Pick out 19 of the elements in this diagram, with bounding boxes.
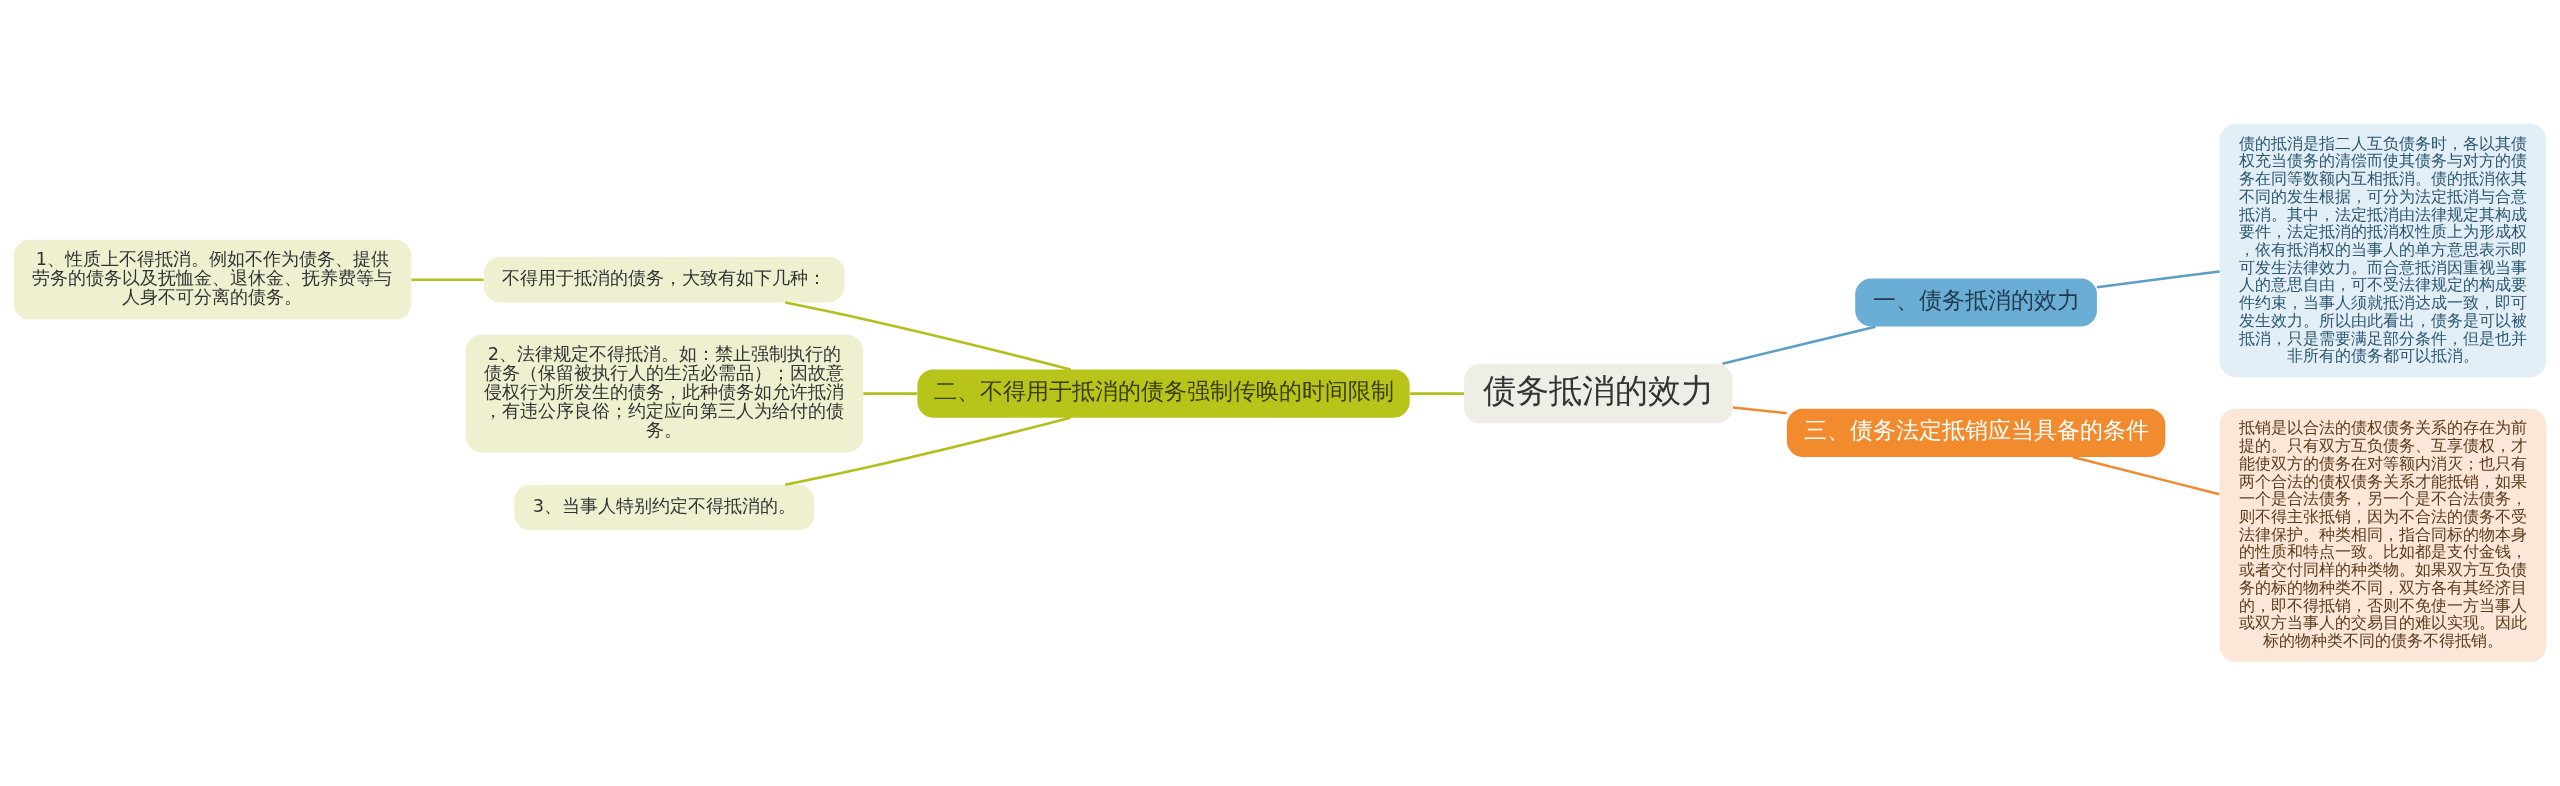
node-box: 债的抵消是指二人互负债务时，各以其债权充当债务的清偿而使其债务与对方的债务在同等数额内互相抵消。债的抵消依其不同的发生根据，可分为法定抵消与合意抵消。其中，法定抵消由法律规定其构成要件，法定抵消的抵消权性质上为形成权，依有抵消权的当事人的单方意思表示即可发生法律效力。而合意抵消因重视当事人的意思自由，可不受法律规定的构成要件约束，当事人须就抵消达成一致，即可发生效力。所以由此看出，债务是可以被抵消，只是需要满足部分条件，但是也并非所有的债务都可以抵消。 (2219, 124, 2547, 378)
connector (2072, 455, 2220, 496)
connector (1722, 325, 1876, 365)
node-box: 债务抵消的效力 (1464, 363, 1733, 424)
node-box: 三、债务法定抵销应当具备的条件 (1786, 408, 2166, 457)
connector (411, 278, 484, 281)
node-box: 二、不得用于抵消的债务强制传唤的时间限制 (917, 369, 1410, 418)
node-box: 一、债务抵消的效力 (1855, 278, 2097, 327)
node-box: 2、法律规定不得抵消。如：禁止强制执行的债务（保留被执行人的生活必需品）；因故意侵权行为所发生的债务，此种债务如允许抵消，有违公序良俗；约定应向第三人为给付的债务。 (465, 334, 863, 453)
node-box: 1、性质上不得抵消。例如不作为债务、提供劳务的债务以及抚恤金、退休金、抚养费等与人身不可分离的债务。 (13, 239, 412, 320)
connector (2096, 270, 2220, 289)
node-box: 不得用于抵消的债务，大致有如下几种： (483, 256, 845, 303)
connector (1410, 392, 1464, 395)
connector (785, 301, 1071, 371)
node-box: 抵销是以合法的债权债务关系的存在为前提的。只有双方互负债务、互享债权，才能使双方的债务在对等额内消灭；也只有两个合法的债权债务关系才能抵销，如果一个是合法债务，另一个是不合法债务，则不得主张抵销，因为不合法的债务不受法律保护。种类相同，指合同标的物本身的性质和特点一致。比如都是支付金钱，或者交付同样的种类物。如果双方互负债务的标的物种类不同，双方各有其经济目的，即不得抵销，否则不免使一方当事人或双方当事人的交易目的难以实现。因此标的物种类不同的债务不得抵销。 (2219, 408, 2547, 662)
connector (863, 392, 918, 395)
connector (785, 416, 1071, 486)
connector (1732, 406, 1787, 415)
node-box: 3、当事人特别约定不得抵消的。 (514, 484, 815, 531)
